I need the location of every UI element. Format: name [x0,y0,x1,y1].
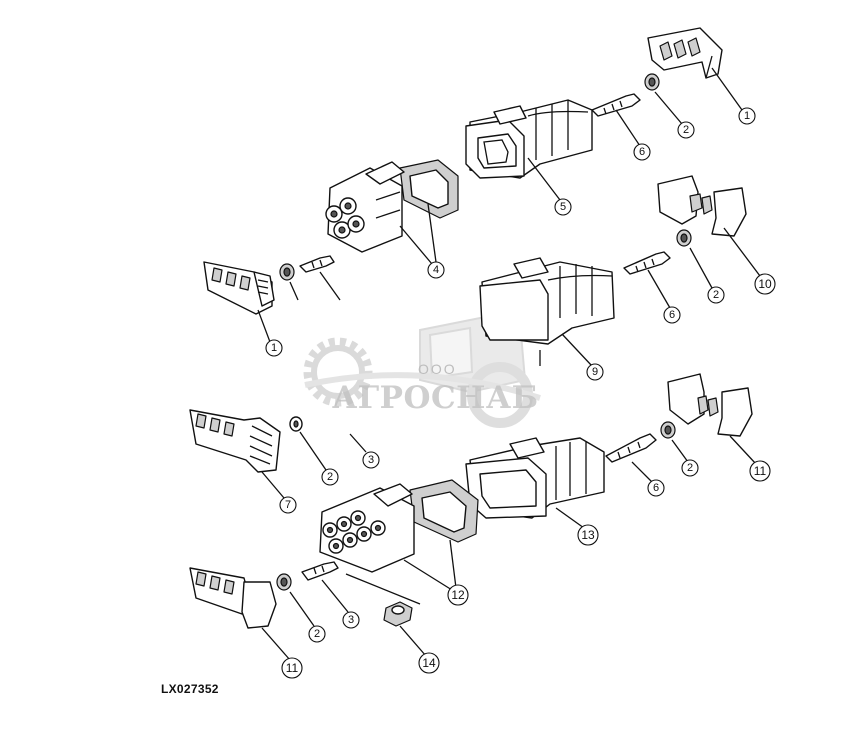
svg-text:12: 12 [451,588,465,602]
callout: 6 [663,306,681,324]
receptacle-housing-12 [319,483,415,573]
drawing-id-label: LX027352 [161,682,219,696]
callout: 14 [418,652,440,674]
terminal-6-top [591,93,641,117]
leader-lines [257,67,761,661]
callout: 11 [749,460,771,482]
svg-text:2: 2 [687,462,693,474]
cover-part-11-upper [667,373,753,437]
cover-part-1-mid [203,261,275,315]
receptacle-housing-4 [325,161,405,253]
callout: 3 [362,451,380,469]
callout: 1 [265,339,283,357]
svg-text:4: 4 [433,264,439,276]
callout: 12 [447,584,469,606]
callout: 2 [681,459,699,477]
terminal-3-bottom [301,561,339,581]
callout: 6 [647,479,665,497]
callout: 1 [738,107,756,125]
gear-icon [303,337,373,407]
svg-text:11: 11 [754,464,767,478]
svg-text:6: 6 [639,146,645,158]
terminal-6-mid [623,251,671,275]
cavity-plug-14 [383,601,413,627]
callout: 2 [308,625,326,643]
watermark-brand-text: АГРОСНАБ [332,380,539,416]
wire-seal-2-mid [676,229,692,247]
terminal-mid [299,255,335,273]
connector-housing-5 [465,99,593,179]
callout: 3 [342,611,360,629]
svg-text:11: 11 [286,661,299,675]
svg-text:2: 2 [683,124,689,136]
svg-text:10: 10 [758,277,772,291]
terminal-6-low [605,433,657,463]
svg-text:2: 2 [327,471,333,483]
wire-seal-2-low [289,416,303,432]
cover-part-11-lower [189,567,277,629]
cover-part-7 [189,409,281,473]
wire-seal-mid [279,263,295,281]
callout: 5 [554,198,572,216]
watermark-ooo-text: ООО [418,361,457,377]
gasket-12-lower [409,479,479,543]
connector-housing-13 [465,437,605,519]
callout: 2 [321,468,339,486]
callout: 10 [754,273,776,295]
svg-text:2: 2 [314,628,320,640]
callout: 13 [577,524,599,546]
callout: 7 [279,496,297,514]
callout: 6 [633,143,651,161]
svg-text:7: 7 [285,499,291,511]
callout: 2 [707,286,725,304]
svg-text:9: 9 [592,366,598,378]
svg-text:6: 6 [669,309,675,321]
svg-text:3: 3 [368,454,374,466]
connector-housing-9 [479,257,615,366]
svg-text:3: 3 [348,614,354,626]
svg-text:5: 5 [560,201,566,213]
cover-part-1-top [647,27,723,79]
callout: 2 [677,121,695,139]
wire-seal-2-right [660,421,676,439]
wire-seal-2-top [644,73,660,91]
callout: 11 [281,657,303,679]
svg-text:14: 14 [422,656,436,670]
tractor-icon [419,316,533,428]
gasket-4-upper [399,159,459,219]
svg-text:1: 1 [271,342,277,354]
callout: 4 [427,261,445,279]
svg-text:2: 2 [713,289,719,301]
watermark-logo [303,316,541,428]
svg-text:6: 6 [653,482,659,494]
svg-text:1: 1 [744,110,750,122]
wire-seal-2-bottom [276,573,292,591]
callout: 9 [586,363,604,381]
svg-text:13: 13 [581,528,595,542]
cover-part-10 [657,175,747,237]
